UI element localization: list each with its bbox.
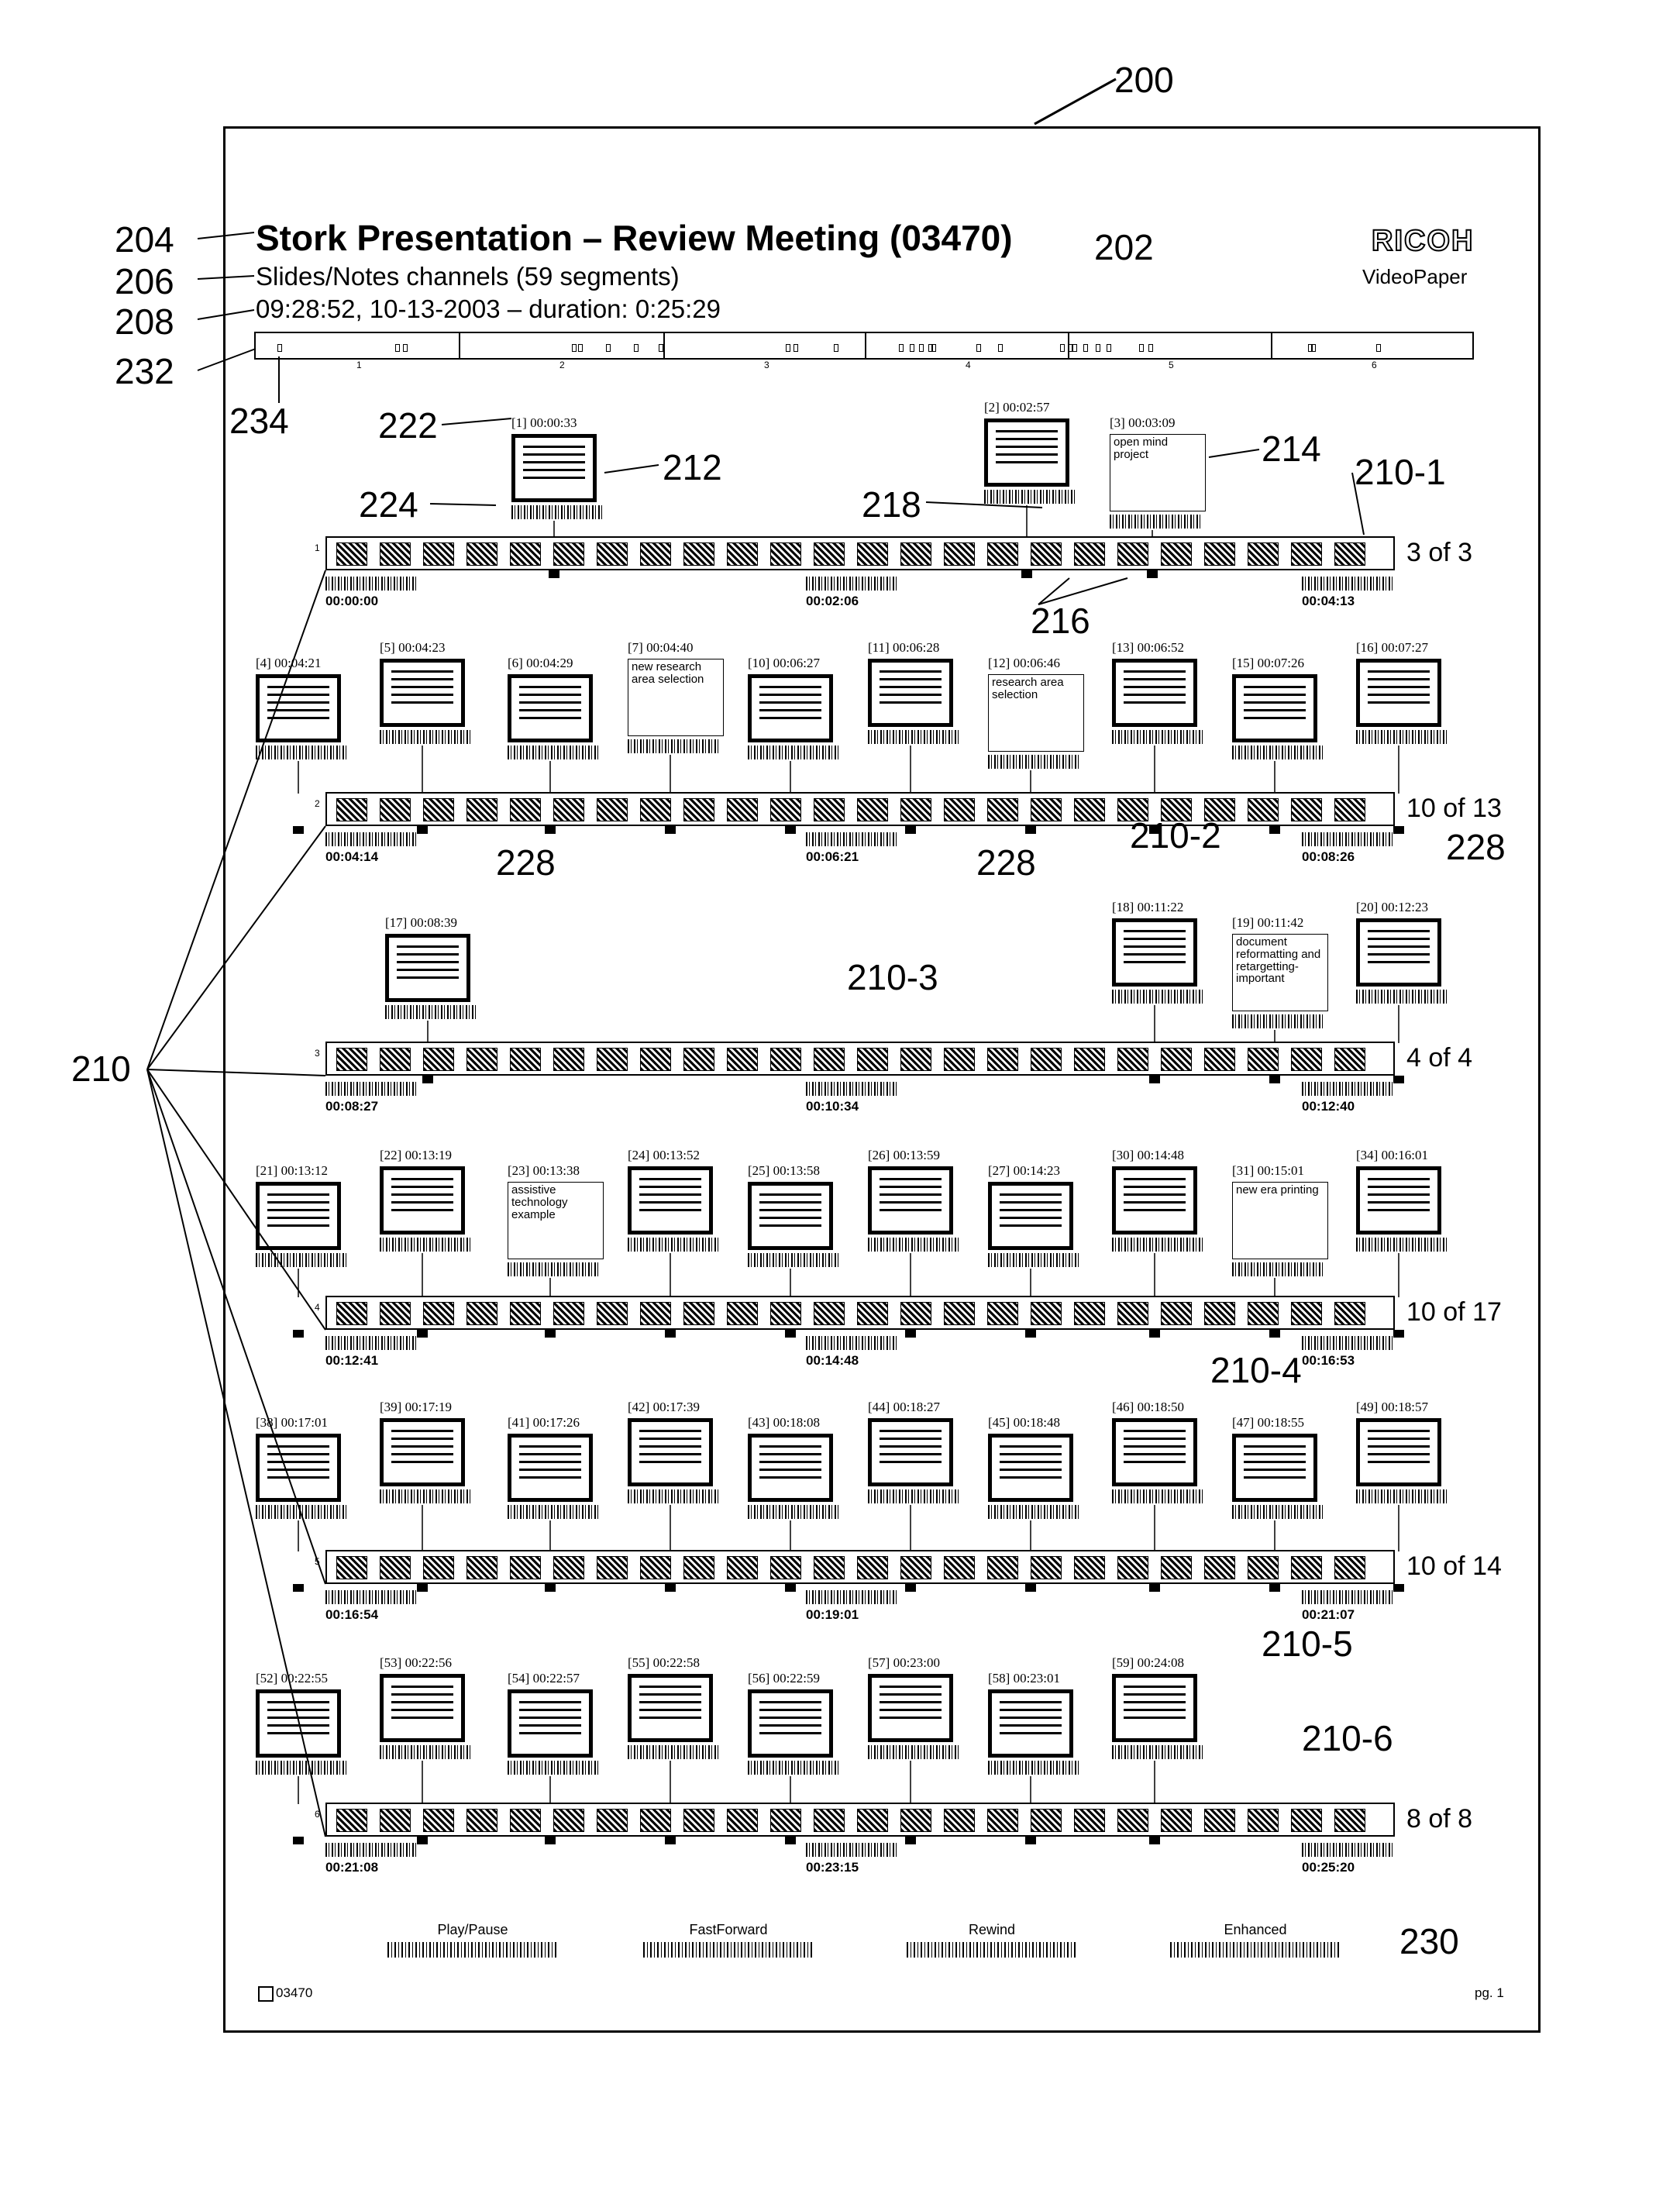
leader-line xyxy=(1209,449,1259,457)
leader-line xyxy=(147,1069,325,1330)
leader-line xyxy=(147,826,325,1069)
leader-line xyxy=(147,570,325,1069)
leader-line xyxy=(147,1069,325,1837)
leader-line xyxy=(430,504,496,505)
leader-line xyxy=(198,349,256,370)
leader-line xyxy=(926,502,1042,508)
leader-line xyxy=(198,310,254,319)
leader-line xyxy=(1035,79,1116,124)
leader-line xyxy=(1038,578,1127,604)
leader-line xyxy=(147,1069,325,1076)
leader-line xyxy=(198,232,254,239)
leader-line xyxy=(147,1069,325,1584)
leader-line xyxy=(442,418,511,425)
leader-line xyxy=(1352,473,1364,535)
leader-line xyxy=(198,276,254,279)
leader-line xyxy=(604,465,659,473)
